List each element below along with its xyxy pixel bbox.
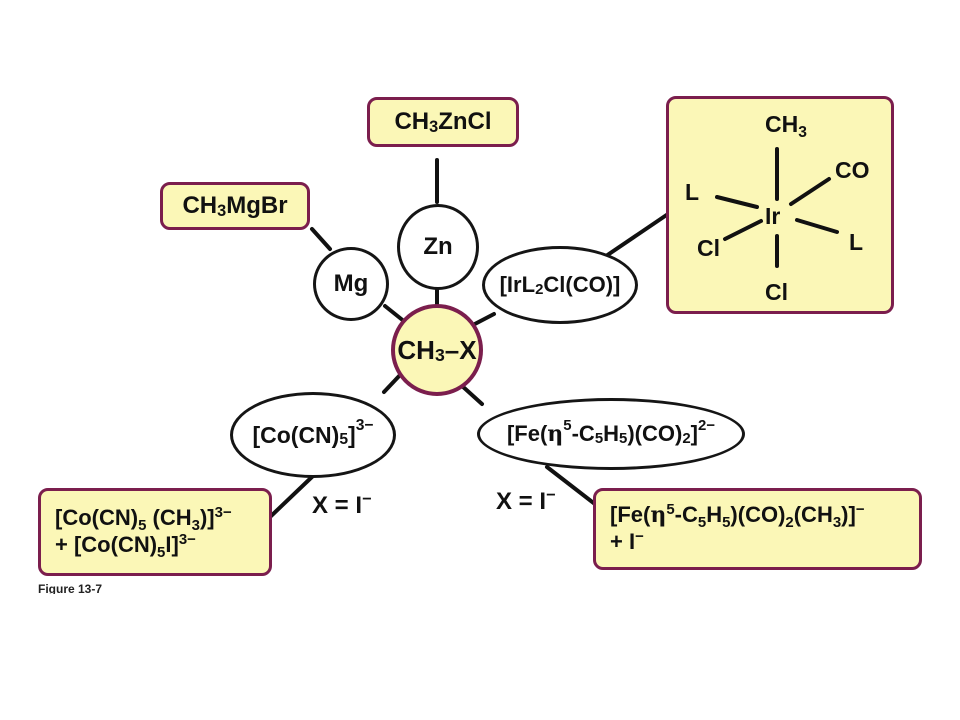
co-reagent-node: [Co(CN)5]3− — [230, 392, 396, 478]
ir-metal-center: Ir — [765, 203, 781, 229]
line-co-product — [268, 473, 316, 519]
line-mg-mgbr — [310, 227, 332, 251]
mg-label: Mg — [333, 270, 369, 297]
figure-caption: Figure 13-7 — [38, 582, 103, 594]
zn-label: Zn — [423, 233, 453, 260]
co-product-line1: [Co(CN)5 (CH3)]3− — [55, 503, 232, 534]
co-condition-label: X = I− — [312, 490, 372, 519]
fe-product-line1: [Fe(η5-C5H5)(CO)2(CH3)]− — [610, 500, 865, 531]
line-center-co — [382, 372, 403, 394]
octahedral-bonds — [715, 147, 839, 268]
ir-ligand-cl-left: Cl — [697, 235, 720, 261]
fe-product-box: [Fe(η5-C5H5)(CO)2(CH3)]− + I− — [593, 488, 922, 570]
line-center-fe — [459, 383, 484, 406]
ir-ligand-cl-bottom: Cl — [765, 279, 788, 305]
ir-ligand-l-left: L — [685, 179, 700, 205]
fe-product-line2: + I− — [610, 527, 644, 554]
zn-node: Zn — [397, 204, 479, 290]
mg-node: Mg — [313, 247, 389, 321]
line-fe-product — [545, 465, 602, 510]
fe-condition-label: X = I− — [496, 486, 556, 515]
line-ir-product — [604, 212, 670, 258]
co-product-box: [Co(CN)5 (CH3)]3− + [Co(CN)5I]3− — [38, 488, 272, 576]
ir-ligand-co: CO — [835, 157, 870, 183]
ir-ligand-l-right: L — [849, 229, 864, 255]
co-product-line2: + [Co(CN)5I]3− — [55, 530, 196, 561]
ir-ligand-ch3: CH3 — [765, 111, 807, 141]
ir-octahedral-box: CH3 CO L Ir Cl L Cl — [666, 96, 894, 314]
